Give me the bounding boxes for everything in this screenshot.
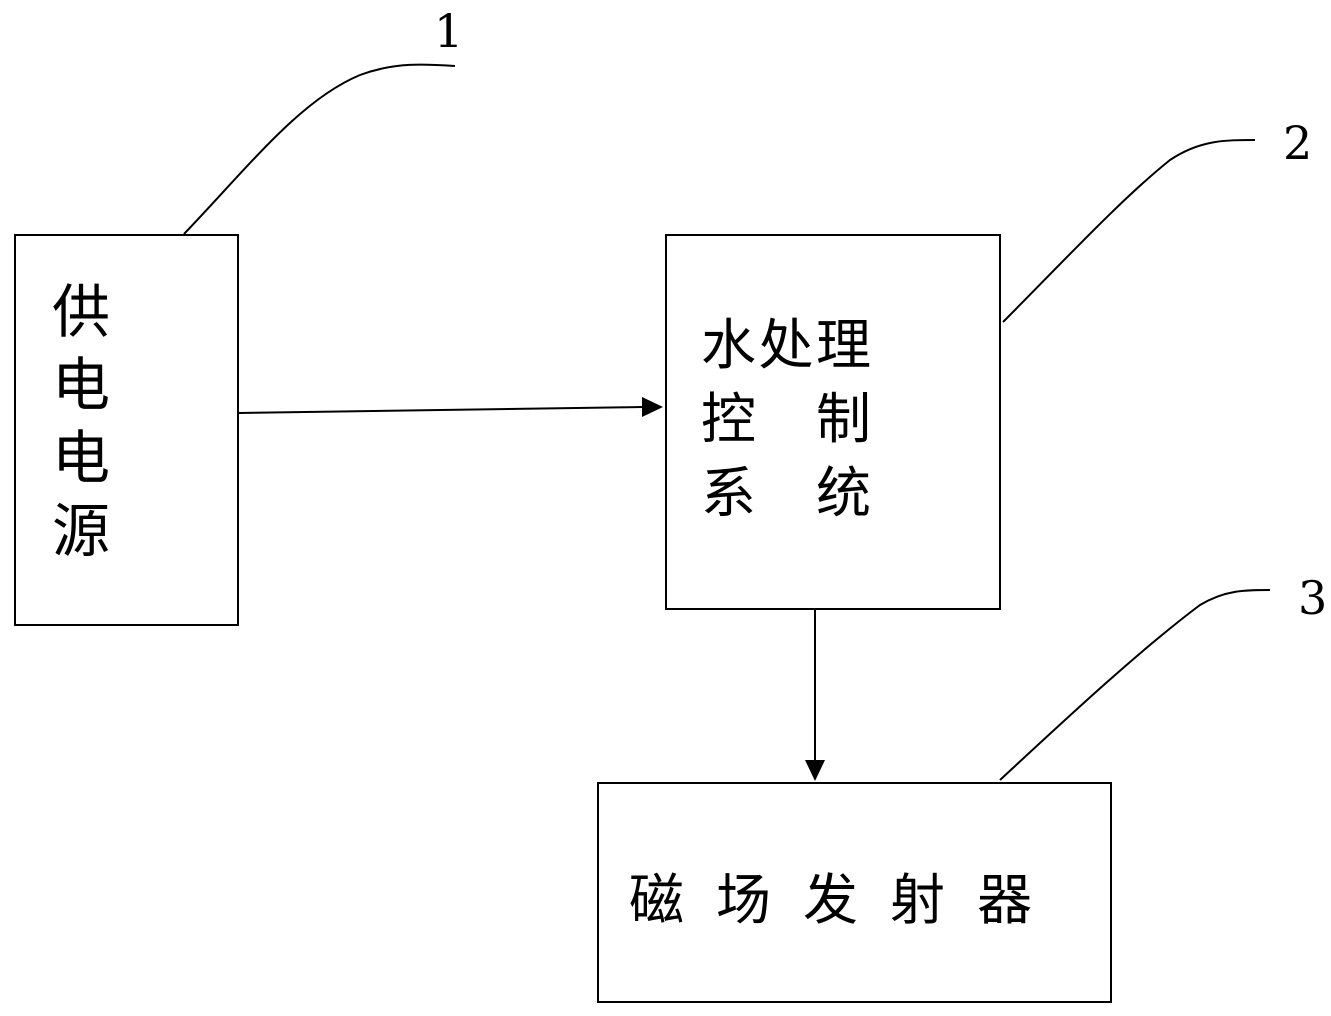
power-supply-char: 源 [52, 497, 111, 565]
magnetic-field-emitter-block: 磁 场 发 射 器 [597, 782, 1112, 1003]
emitter-label: 磁 场 发 射 器 [629, 870, 1032, 930]
control-char: 统 [815, 461, 871, 525]
control-label-row: 控 制 [701, 382, 871, 456]
control-char: 制 [815, 387, 871, 451]
emitter-char: 射 [890, 868, 946, 932]
arrowhead-down [805, 760, 825, 781]
power-supply-char: 供 [52, 278, 111, 346]
leader-line-1 [183, 63, 456, 235]
control-system-label: 水 处 理 控 制 系 统 [701, 308, 871, 530]
control-char: 水 [701, 313, 757, 377]
emitter-char: 磁 [629, 868, 685, 932]
power-supply-char: 电 [52, 351, 111, 419]
control-char: 控 [701, 387, 757, 451]
control-system-block: 水 处 理 控 制 系 统 [665, 234, 1001, 610]
leader-line-3 [999, 589, 1271, 781]
control-label-row: 系 统 [701, 456, 871, 530]
power-supply-label: 供 电 电 源 [52, 276, 112, 568]
emitter-char: 器 [977, 868, 1033, 932]
power-supply-char: 电 [52, 424, 111, 492]
arrowhead-right [642, 397, 663, 417]
reference-number-2: 2 [1283, 116, 1313, 170]
reference-number-3: 3 [1298, 571, 1328, 625]
control-label-row: 水 处 理 [701, 308, 871, 382]
emitter-char: 场 [716, 868, 772, 932]
control-char: 理 [815, 313, 871, 377]
arrow-power-to-control [238, 406, 643, 414]
control-char: 系 [701, 461, 757, 525]
control-char: 处 [758, 313, 814, 377]
emitter-char: 发 [803, 868, 859, 932]
leader-line-2 [1002, 139, 1256, 323]
power-supply-block: 供 电 电 源 [14, 234, 239, 626]
reference-number-1: 1 [434, 4, 464, 58]
